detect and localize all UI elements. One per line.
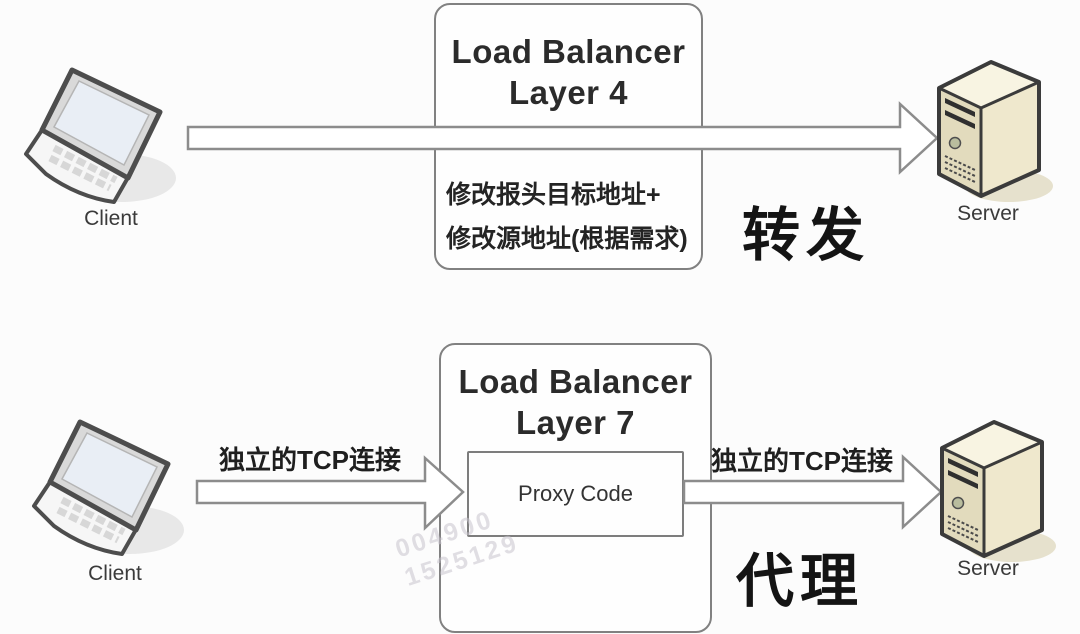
- lb-layer7-title: Load Balancer Layer 7: [441, 361, 710, 443]
- load-balancer-layer7-box: Load Balancer Layer 7 Proxy Code: [439, 343, 712, 633]
- client-label: Client: [88, 562, 142, 585]
- proxy-code-box: Proxy Code: [467, 451, 684, 537]
- laptop-icon: [24, 67, 176, 204]
- lb-layer4-notes: 修改报头目标地址+ 修改源地址(根据需求): [446, 173, 697, 261]
- tcp-connection-label-left: 独立的TCP连接: [218, 445, 401, 475]
- lb-layer4-title-line2: Layer 4: [508, 74, 629, 111]
- lb-layer4-note-line2: 修改源地址(根据需求): [446, 225, 688, 253]
- lb-layer7-title-line1: Load Balancer: [458, 363, 693, 400]
- lb-layer4-note-line1: 修改报头目标地址+: [446, 181, 661, 209]
- forward-arrow: [186, 101, 939, 175]
- tcp-arrow-right: [682, 454, 943, 530]
- server-tower-icon: [940, 420, 1056, 562]
- client-label: Client: [84, 207, 138, 230]
- lb-layer4-title-line1: Load Balancer: [451, 33, 686, 70]
- tcp-arrow-left: [195, 455, 465, 531]
- server-tower-icon: [937, 60, 1053, 202]
- laptop-icon: [32, 419, 184, 556]
- tcp-connection-label-right: 独立的TCP连接: [710, 446, 893, 476]
- server-label: Server: [957, 557, 1019, 580]
- mode-label-proxy: 代理: [736, 549, 865, 614]
- server-label: Server: [957, 202, 1019, 225]
- lb-layer4-title: Load Balancer Layer 4: [436, 31, 701, 113]
- lb-layer7-title-line2: Layer 7: [515, 404, 636, 441]
- mode-label-forward: 转发: [742, 203, 871, 268]
- proxy-code-label: Proxy Code: [518, 481, 633, 506]
